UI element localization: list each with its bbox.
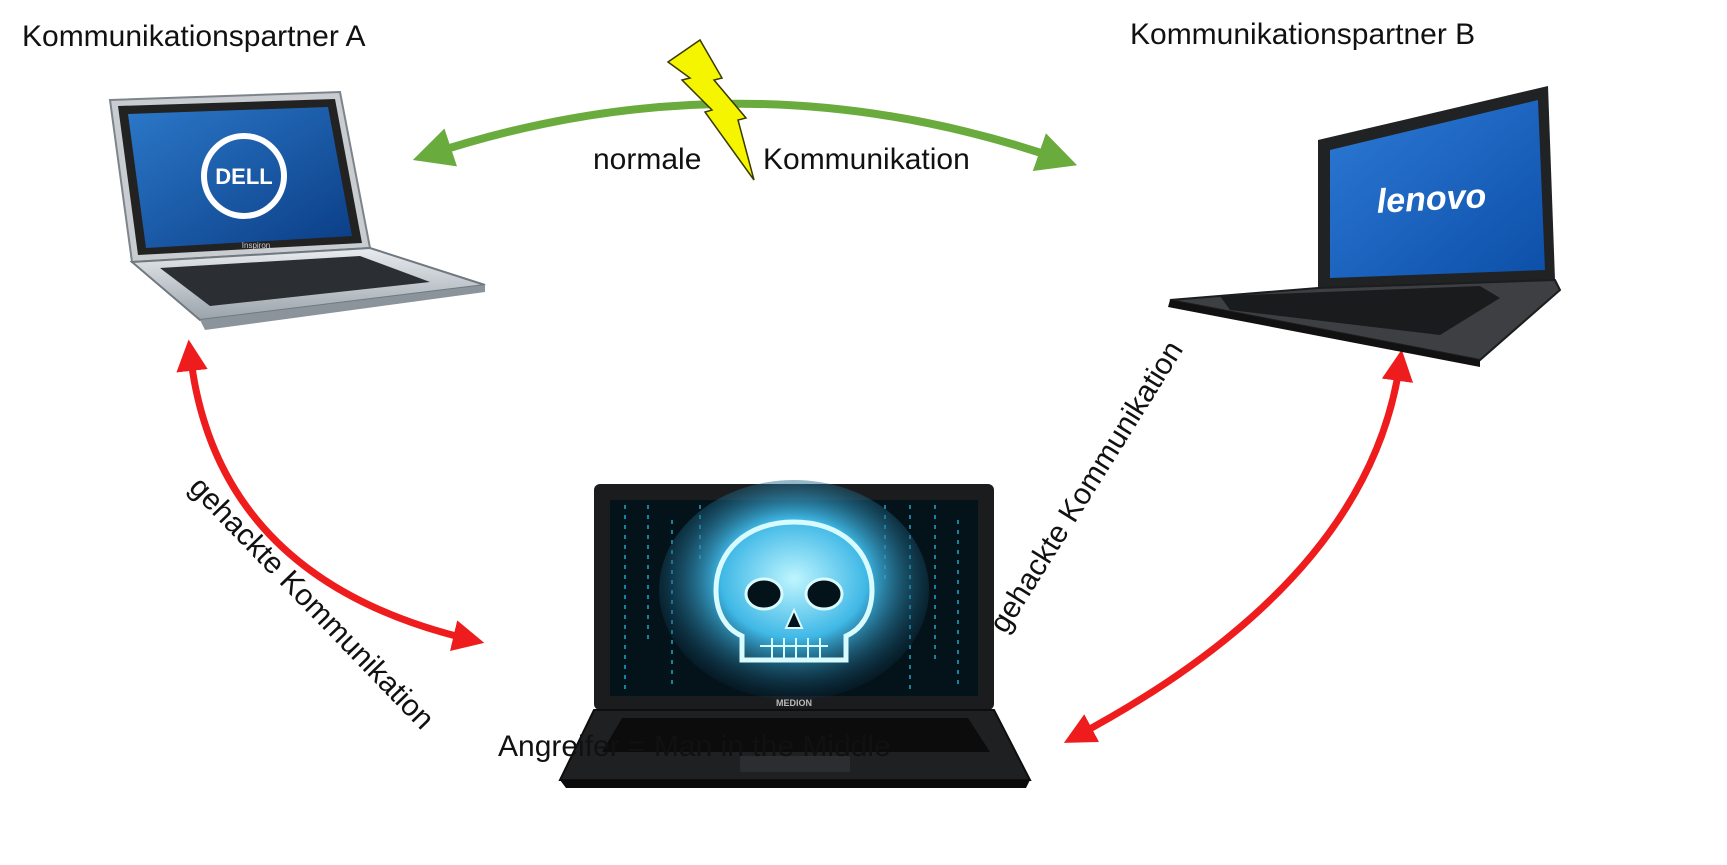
svg-text:MEDION: MEDION (776, 698, 812, 708)
svg-text:Inspiron: Inspiron (242, 241, 270, 250)
partner-a-label: Kommunikationspartner A (22, 20, 366, 53)
laptop-lenovo-icon: lenovo (1168, 86, 1562, 367)
normal-communication-label-word2: Kommunikation (763, 143, 970, 176)
hacked-communication-arrow-right (1063, 349, 1414, 743)
laptop-attacker-icon: MEDION (558, 480, 1032, 788)
svg-text:lenovo: lenovo (1376, 177, 1487, 221)
normal-communication-label-word1: normale (593, 143, 702, 176)
laptop-dell-icon: DELL Inspiron (108, 90, 486, 330)
hacked-communication-arrow-left (176, 339, 485, 652)
partner-b-label: Kommunikationspartner B (1130, 18, 1476, 51)
skull-icon (713, 519, 875, 663)
lightning-icon (666, 38, 755, 181)
attacker-label: Angreifer = Man in the Middle (498, 730, 891, 763)
normal-communication-arrow (412, 99, 1078, 172)
svg-text:DELL: DELL (215, 164, 272, 189)
